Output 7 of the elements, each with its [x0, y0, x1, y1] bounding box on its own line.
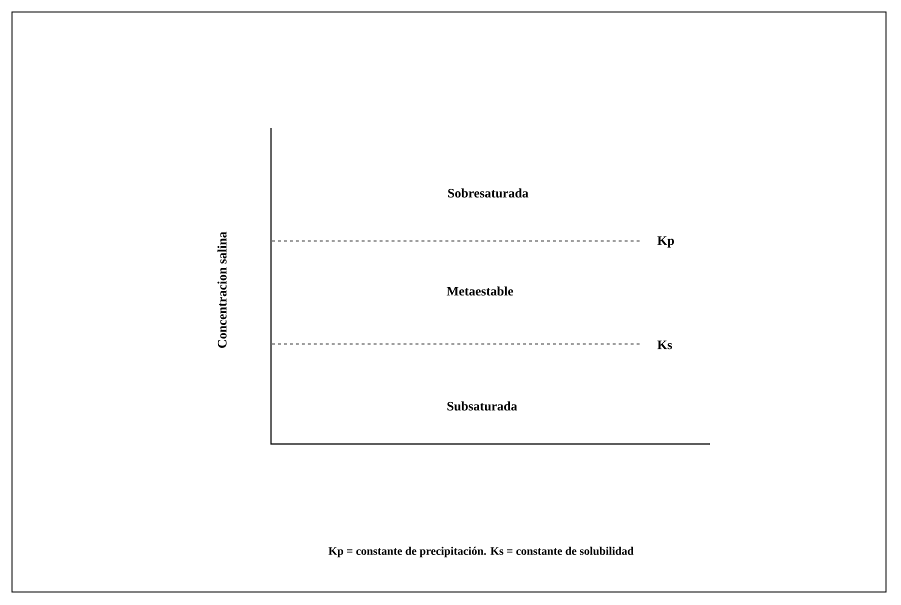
region-label: Subsaturada [447, 401, 518, 411]
axis-label: Concentracion salina [217, 232, 227, 348]
caption: Kp = constante de precipitación. Ks = constante de solubilidad [328, 546, 634, 558]
region-label: Metaestable [446, 286, 514, 296]
region-label: Sobresaturada [448, 188, 528, 198]
threshold-label: Kp [657, 236, 674, 248]
threshold-label: Ks [657, 340, 672, 350]
